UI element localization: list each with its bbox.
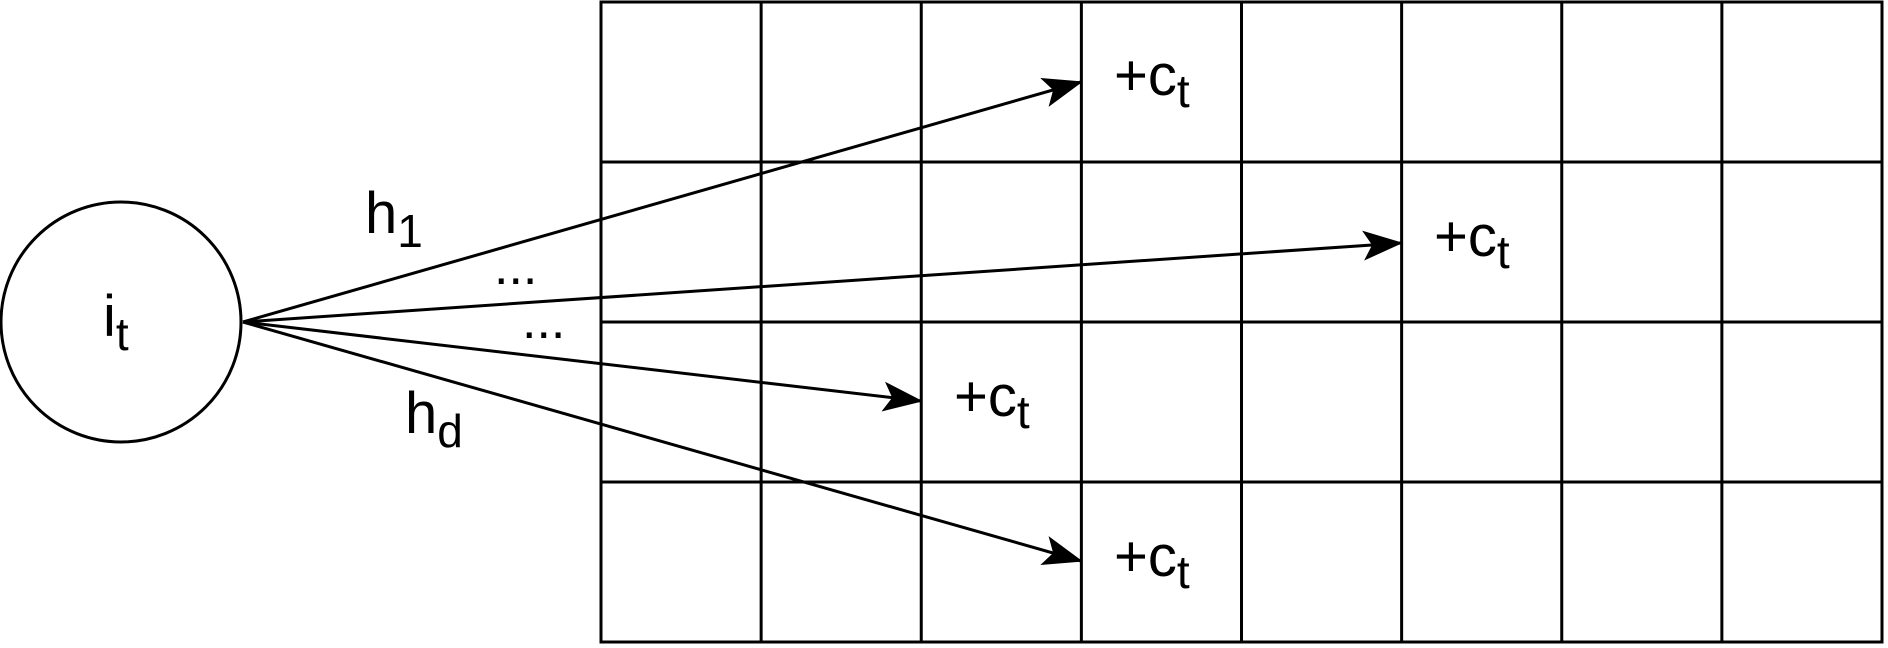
sketch-grid — [599, 0, 1884, 644]
input-node-main: i — [103, 284, 116, 349]
increment-main: +c — [1114, 43, 1177, 108]
hash-arrow — [242, 320, 923, 412]
input-node-label: it — [103, 284, 129, 360]
increment-sub: t — [1177, 65, 1190, 117]
hash-label-main: h — [405, 381, 437, 446]
hash-arrow — [242, 78, 1083, 324]
increment-label: +ct — [1114, 43, 1190, 117]
hash-arrow — [242, 320, 1083, 566]
increment-label: +ct — [954, 364, 1030, 438]
hash-label-main: h — [365, 181, 397, 246]
increment-sub: t — [1497, 226, 1510, 278]
input-node-sub: t — [116, 308, 129, 360]
hash-label-first: h1 — [365, 181, 423, 257]
hash-arrows — [242, 78, 1403, 566]
input-node-circle — [0, 200, 243, 444]
increment-label: +ct — [1434, 204, 1510, 278]
ellipsis: ... — [494, 238, 537, 296]
increment-main: +c — [1114, 524, 1177, 589]
increment-main: +c — [954, 364, 1017, 429]
increment-sub: t — [1177, 546, 1190, 598]
increment-label: +ct — [1114, 524, 1190, 598]
increment-main: +c — [1434, 204, 1497, 269]
hash-label-last: hd — [405, 381, 463, 457]
hash-arrow — [242, 230, 1403, 324]
hash-label-sub: d — [437, 405, 463, 457]
increment-sub: t — [1017, 386, 1030, 438]
ellipsis: ... — [522, 292, 565, 350]
hash-label-sub: 1 — [397, 205, 423, 257]
increment-labels: +ct +ct +ct +ct — [954, 43, 1510, 598]
